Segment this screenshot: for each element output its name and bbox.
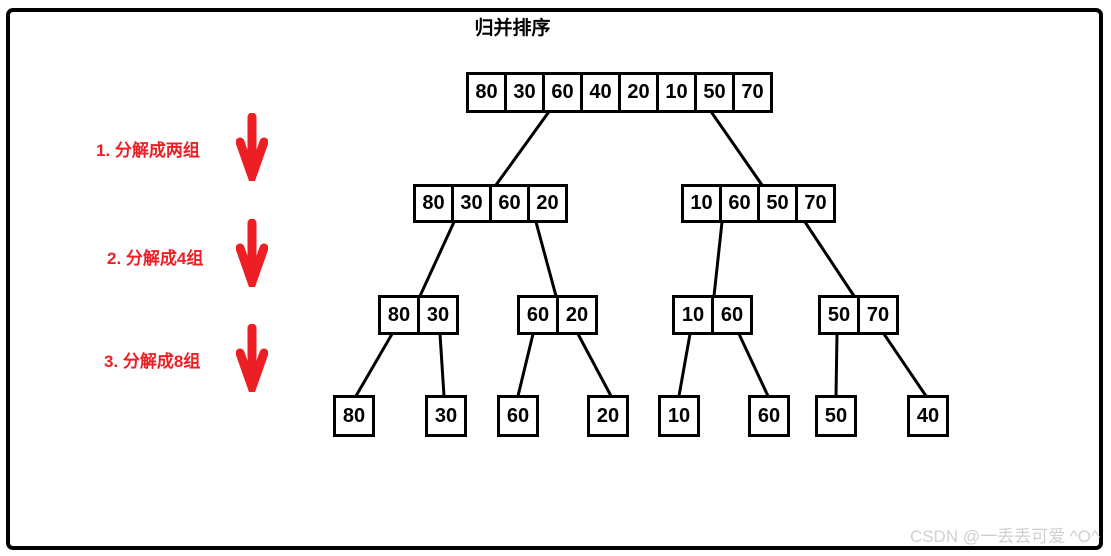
array-level3-group1: 80 30 — [378, 295, 459, 335]
array-cell: 10 — [672, 295, 714, 335]
array-level2-group1: 80 30 60 20 — [413, 184, 568, 223]
diagram-border — [6, 8, 1103, 550]
array-cell: 50 — [694, 72, 735, 113]
array-level1: 80 30 60 40 20 10 50 70 — [466, 72, 773, 113]
step-1-label: 1. 分解成两组 — [96, 141, 200, 160]
array-cell: 60 — [719, 184, 760, 223]
red-down-arrow-icon — [236, 324, 268, 392]
array-cell: 30 — [451, 184, 492, 223]
array-cell: 60 — [711, 295, 753, 335]
red-down-arrow-icon — [236, 113, 268, 181]
array-cell: 80 — [378, 295, 420, 335]
array-cell: 60 — [542, 72, 583, 113]
array-level3-group4: 50 70 — [818, 295, 899, 335]
array-level3-group2: 60 20 — [517, 295, 598, 335]
csdn-watermark: CSDN @一丢丢可爱 ^O^ — [909, 527, 1099, 546]
array-level3-group3: 10 60 — [672, 295, 753, 335]
array-cell: 70 — [732, 72, 773, 113]
array-cell: 70 — [795, 184, 836, 223]
array-cell: 50 — [757, 184, 798, 223]
array-cell: 20 — [527, 184, 568, 223]
array-cell: 50 — [815, 395, 857, 437]
array-cell: 10 — [681, 184, 722, 223]
array-cell: 30 — [504, 72, 545, 113]
array-cell: 80 — [413, 184, 454, 223]
array-cell: 20 — [587, 395, 629, 437]
step-2-label: 2. 分解成4组 — [107, 249, 204, 268]
array-cell: 80 — [333, 395, 375, 437]
array-cell: 10 — [656, 72, 697, 113]
array-cell: 20 — [556, 295, 598, 335]
array-cell: 70 — [857, 295, 899, 335]
array-cell: 30 — [425, 395, 467, 437]
array-cell: 40 — [907, 395, 949, 437]
array-cell: 40 — [580, 72, 621, 113]
step-3-label: 3. 分解成8组 — [104, 352, 201, 371]
array-cell: 10 — [658, 395, 700, 437]
array-cell: 30 — [417, 295, 459, 335]
array-cell: 60 — [489, 184, 530, 223]
array-cell: 60 — [748, 395, 790, 437]
array-cell: 60 — [497, 395, 539, 437]
array-level2-group2: 10 60 50 70 — [681, 184, 836, 223]
array-cell: 80 — [466, 72, 507, 113]
red-down-arrow-icon — [236, 219, 268, 287]
array-cell: 20 — [618, 72, 659, 113]
array-cell: 60 — [517, 295, 559, 335]
page-title: 归并排序 — [474, 18, 551, 39]
array-cell: 50 — [818, 295, 860, 335]
